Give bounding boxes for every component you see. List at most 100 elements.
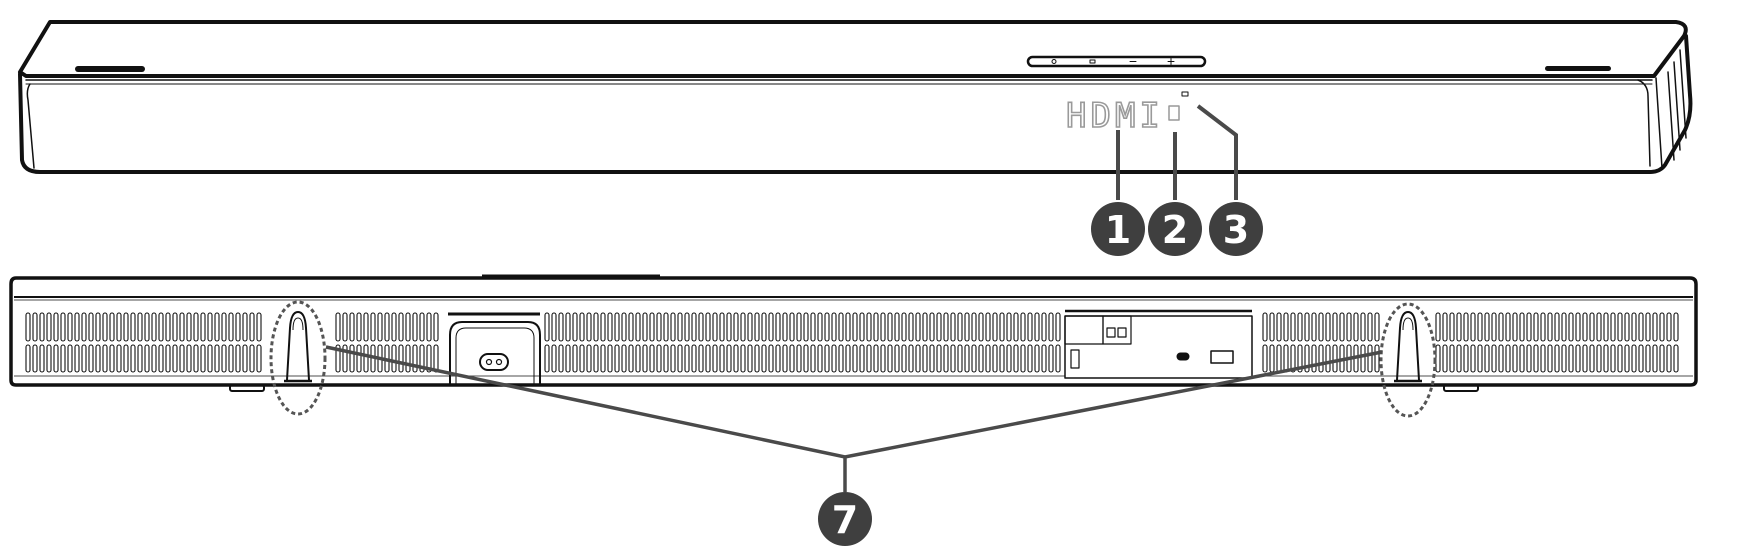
vent-slot xyxy=(1498,312,1504,342)
vent-slot xyxy=(1547,344,1553,373)
power-button-icon[interactable] xyxy=(1051,59,1057,64)
vent-slot xyxy=(165,344,171,373)
vent-slot xyxy=(1290,312,1296,342)
vent-slot xyxy=(943,344,949,373)
vent-slot xyxy=(1526,344,1532,373)
vent-slot xyxy=(866,312,872,342)
vent-slot xyxy=(193,344,199,373)
vent-slot xyxy=(398,344,404,373)
vent-slot xyxy=(908,312,914,342)
vent-slot xyxy=(705,312,711,342)
vent-slot xyxy=(1339,312,1345,342)
vent-slot xyxy=(705,344,711,373)
vent-slot xyxy=(25,344,31,373)
vent-slot xyxy=(67,312,73,342)
vent-slot xyxy=(1533,344,1539,373)
vent-slot xyxy=(1318,312,1324,342)
vent-slot xyxy=(426,344,432,373)
vent-slot xyxy=(901,312,907,342)
vent-slot xyxy=(747,312,753,342)
vent-slot xyxy=(1470,344,1476,373)
vent-slot xyxy=(572,312,578,342)
usb-c-port-icon[interactable] xyxy=(1176,352,1190,361)
vent-slot xyxy=(377,312,383,342)
vent-slot xyxy=(579,344,585,373)
vent-slot xyxy=(32,344,38,373)
vent-slot xyxy=(1041,344,1047,373)
vent-slot xyxy=(1262,312,1268,342)
vent-slot xyxy=(656,344,662,373)
vent-slot xyxy=(1652,344,1658,373)
vent-slot xyxy=(1589,344,1595,373)
vent-slot xyxy=(1603,344,1609,373)
vent-slot xyxy=(957,344,963,373)
soundbar-front-view xyxy=(18,20,1693,174)
vent-slot xyxy=(1505,344,1511,373)
vent-slot xyxy=(172,312,178,342)
vent-slot xyxy=(242,312,248,342)
vent-slot xyxy=(1645,312,1651,342)
logo-left xyxy=(75,66,145,72)
port-icon[interactable] xyxy=(1070,349,1080,369)
vent-slot xyxy=(1027,344,1033,373)
vent-slot xyxy=(824,312,830,342)
vent-slot xyxy=(109,344,115,373)
vent-slot xyxy=(789,344,795,373)
power-inlet-icon[interactable] xyxy=(479,353,509,371)
vent-slot xyxy=(551,312,557,342)
vent-slot xyxy=(200,344,206,373)
foot-right xyxy=(1443,384,1479,392)
vent-slot xyxy=(1013,312,1019,342)
vent-slot xyxy=(698,344,704,373)
vent-slot xyxy=(235,344,241,373)
vent-slot xyxy=(635,312,641,342)
vent-slot xyxy=(915,344,921,373)
vent-slot xyxy=(67,344,73,373)
vent-slot xyxy=(1610,344,1616,373)
vent-slot xyxy=(894,312,900,342)
vent-slot xyxy=(600,344,606,373)
vent-slot xyxy=(1491,344,1497,373)
vent-slot xyxy=(391,344,397,373)
vent-slot xyxy=(81,344,87,373)
vent-slot xyxy=(1561,344,1567,373)
vent-slot xyxy=(670,344,676,373)
vent-slot xyxy=(782,312,788,342)
vent-slot xyxy=(894,344,900,373)
vent-slot xyxy=(123,344,129,373)
vent-slot xyxy=(1041,312,1047,342)
vent-slot xyxy=(221,312,227,342)
vent-slot xyxy=(957,312,963,342)
vent-slot xyxy=(1666,312,1672,342)
vent-slot xyxy=(887,312,893,342)
speaker-terminal-icon[interactable] xyxy=(1117,327,1127,338)
vent-grille xyxy=(25,312,1679,373)
vent-slot xyxy=(193,312,199,342)
source-button-icon[interactable] xyxy=(1089,59,1096,64)
vent-slot xyxy=(999,312,1005,342)
vent-slot xyxy=(1360,344,1366,373)
vent-slot xyxy=(1638,344,1644,373)
vent-slot xyxy=(158,344,164,373)
vent-slot xyxy=(1645,344,1651,373)
speaker-terminal-icon[interactable] xyxy=(1106,327,1116,338)
vent-slot xyxy=(1547,312,1553,342)
vent-slot xyxy=(256,312,262,342)
vent-slot xyxy=(558,344,564,373)
vent-slot xyxy=(964,344,970,373)
vent-slot xyxy=(1020,344,1026,373)
vent-slot xyxy=(1540,344,1546,373)
vent-slot xyxy=(1346,312,1352,342)
vent-slot xyxy=(102,312,108,342)
volume-up-button-icon[interactable] xyxy=(1167,58,1175,65)
vent-slot xyxy=(158,312,164,342)
vent-slot xyxy=(1048,344,1054,373)
vent-slot xyxy=(810,344,816,373)
vent-slot xyxy=(936,312,942,342)
hdmi-port-icon[interactable] xyxy=(1210,350,1234,364)
vent-slot xyxy=(1374,312,1380,342)
vent-slot xyxy=(412,344,418,373)
vent-slot xyxy=(60,344,66,373)
vent-slot xyxy=(866,344,872,373)
control-button-panel[interactable] xyxy=(1026,55,1207,68)
